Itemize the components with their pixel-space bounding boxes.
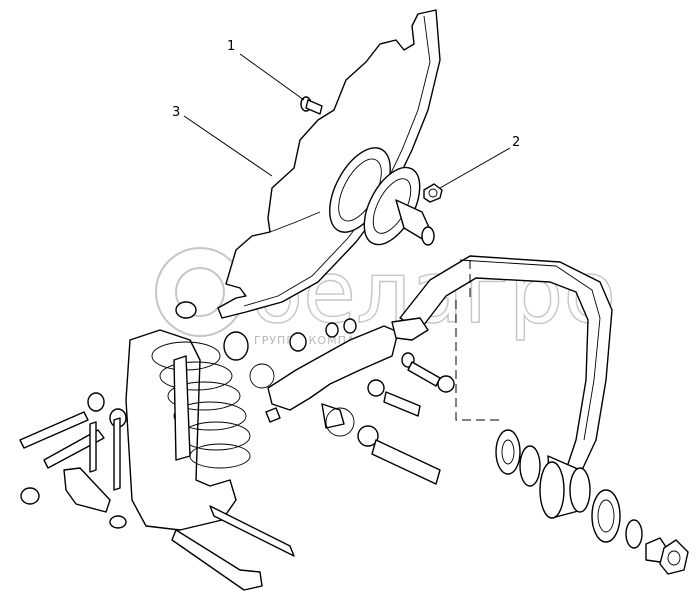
leader-lines: [183, 53, 511, 189]
bearing-stack: [495, 429, 689, 575]
leader-3: [183, 115, 273, 177]
watermark-logo-ring: [155, 247, 245, 337]
spring-assembly: [20, 301, 295, 591]
callout-3: 3: [172, 105, 180, 120]
hub-assembly: [363, 166, 435, 246]
long-bolts: [19, 392, 127, 491]
nut-part-2: [423, 183, 443, 203]
linkage-plate: [249, 317, 455, 485]
leader-2: [439, 147, 511, 189]
watermark-logo-inner: [175, 267, 225, 317]
bolt-part-1: [300, 96, 323, 115]
callout-1: 1: [227, 39, 235, 54]
callout-2: 2: [512, 135, 520, 150]
disc-blade: [217, 9, 441, 319]
leader-1: [239, 53, 305, 101]
